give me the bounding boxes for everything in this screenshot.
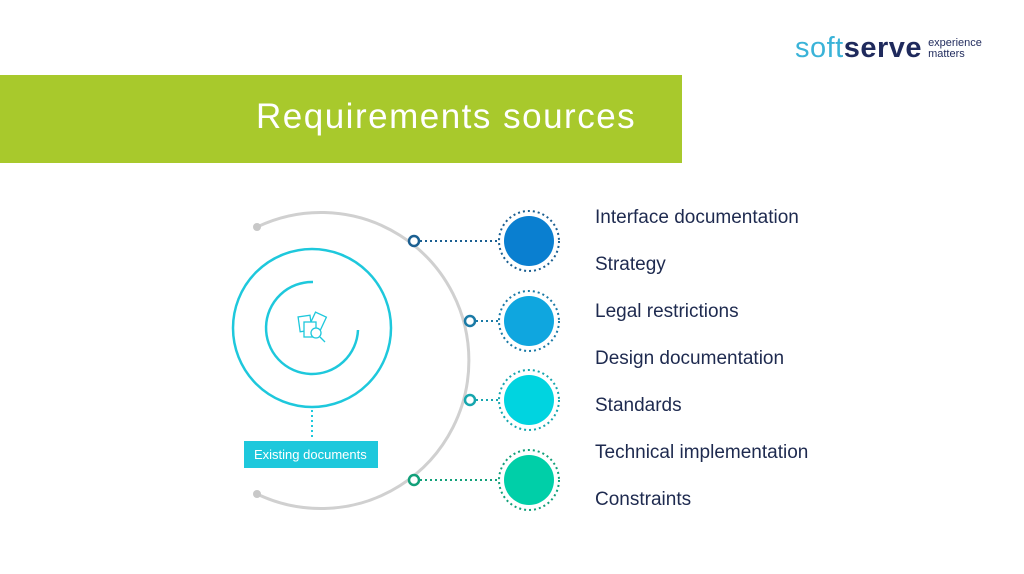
source-circle [504, 216, 554, 266]
source-item: Design documentation [595, 348, 785, 369]
arc-end-bottom [253, 490, 261, 498]
arc-node [407, 473, 421, 487]
logo-text-soft: soft [795, 32, 844, 64]
arc-node [463, 314, 477, 328]
dotted-ring [498, 369, 560, 431]
source-item: Strategy [595, 254, 666, 275]
documents-search-icon [297, 311, 328, 343]
title-banner [0, 75, 682, 163]
arc-node [463, 393, 477, 407]
source-item: Constraints [595, 489, 692, 510]
dotted-ring [498, 290, 560, 352]
arc-node [407, 234, 421, 248]
logo-text-serve: serve [843, 32, 923, 64]
source-item: Standards [595, 395, 682, 416]
logo-tagline-1: experience [928, 36, 982, 49]
source-circle [504, 455, 554, 505]
dotted-ring [498, 449, 560, 511]
arc-end-top [253, 223, 261, 231]
inner-circle [231, 247, 393, 409]
sources-list: Interface documentation Strategy Legal r… [595, 206, 808, 535]
existing-documents-label: Existing documents [244, 441, 378, 468]
slide-title: Requirements sources [256, 97, 637, 136]
dotted-ring [498, 210, 560, 272]
inner-spiral-arc [264, 280, 360, 376]
source-item: Legal restrictions [595, 301, 739, 322]
source-circle [504, 375, 554, 425]
source-item: Interface documentation [595, 207, 799, 228]
source-circle [504, 296, 554, 346]
outer-arc [256, 211, 471, 510]
source-item: Technical implementation [595, 442, 809, 463]
logo-tagline-2: matters [928, 47, 965, 60]
